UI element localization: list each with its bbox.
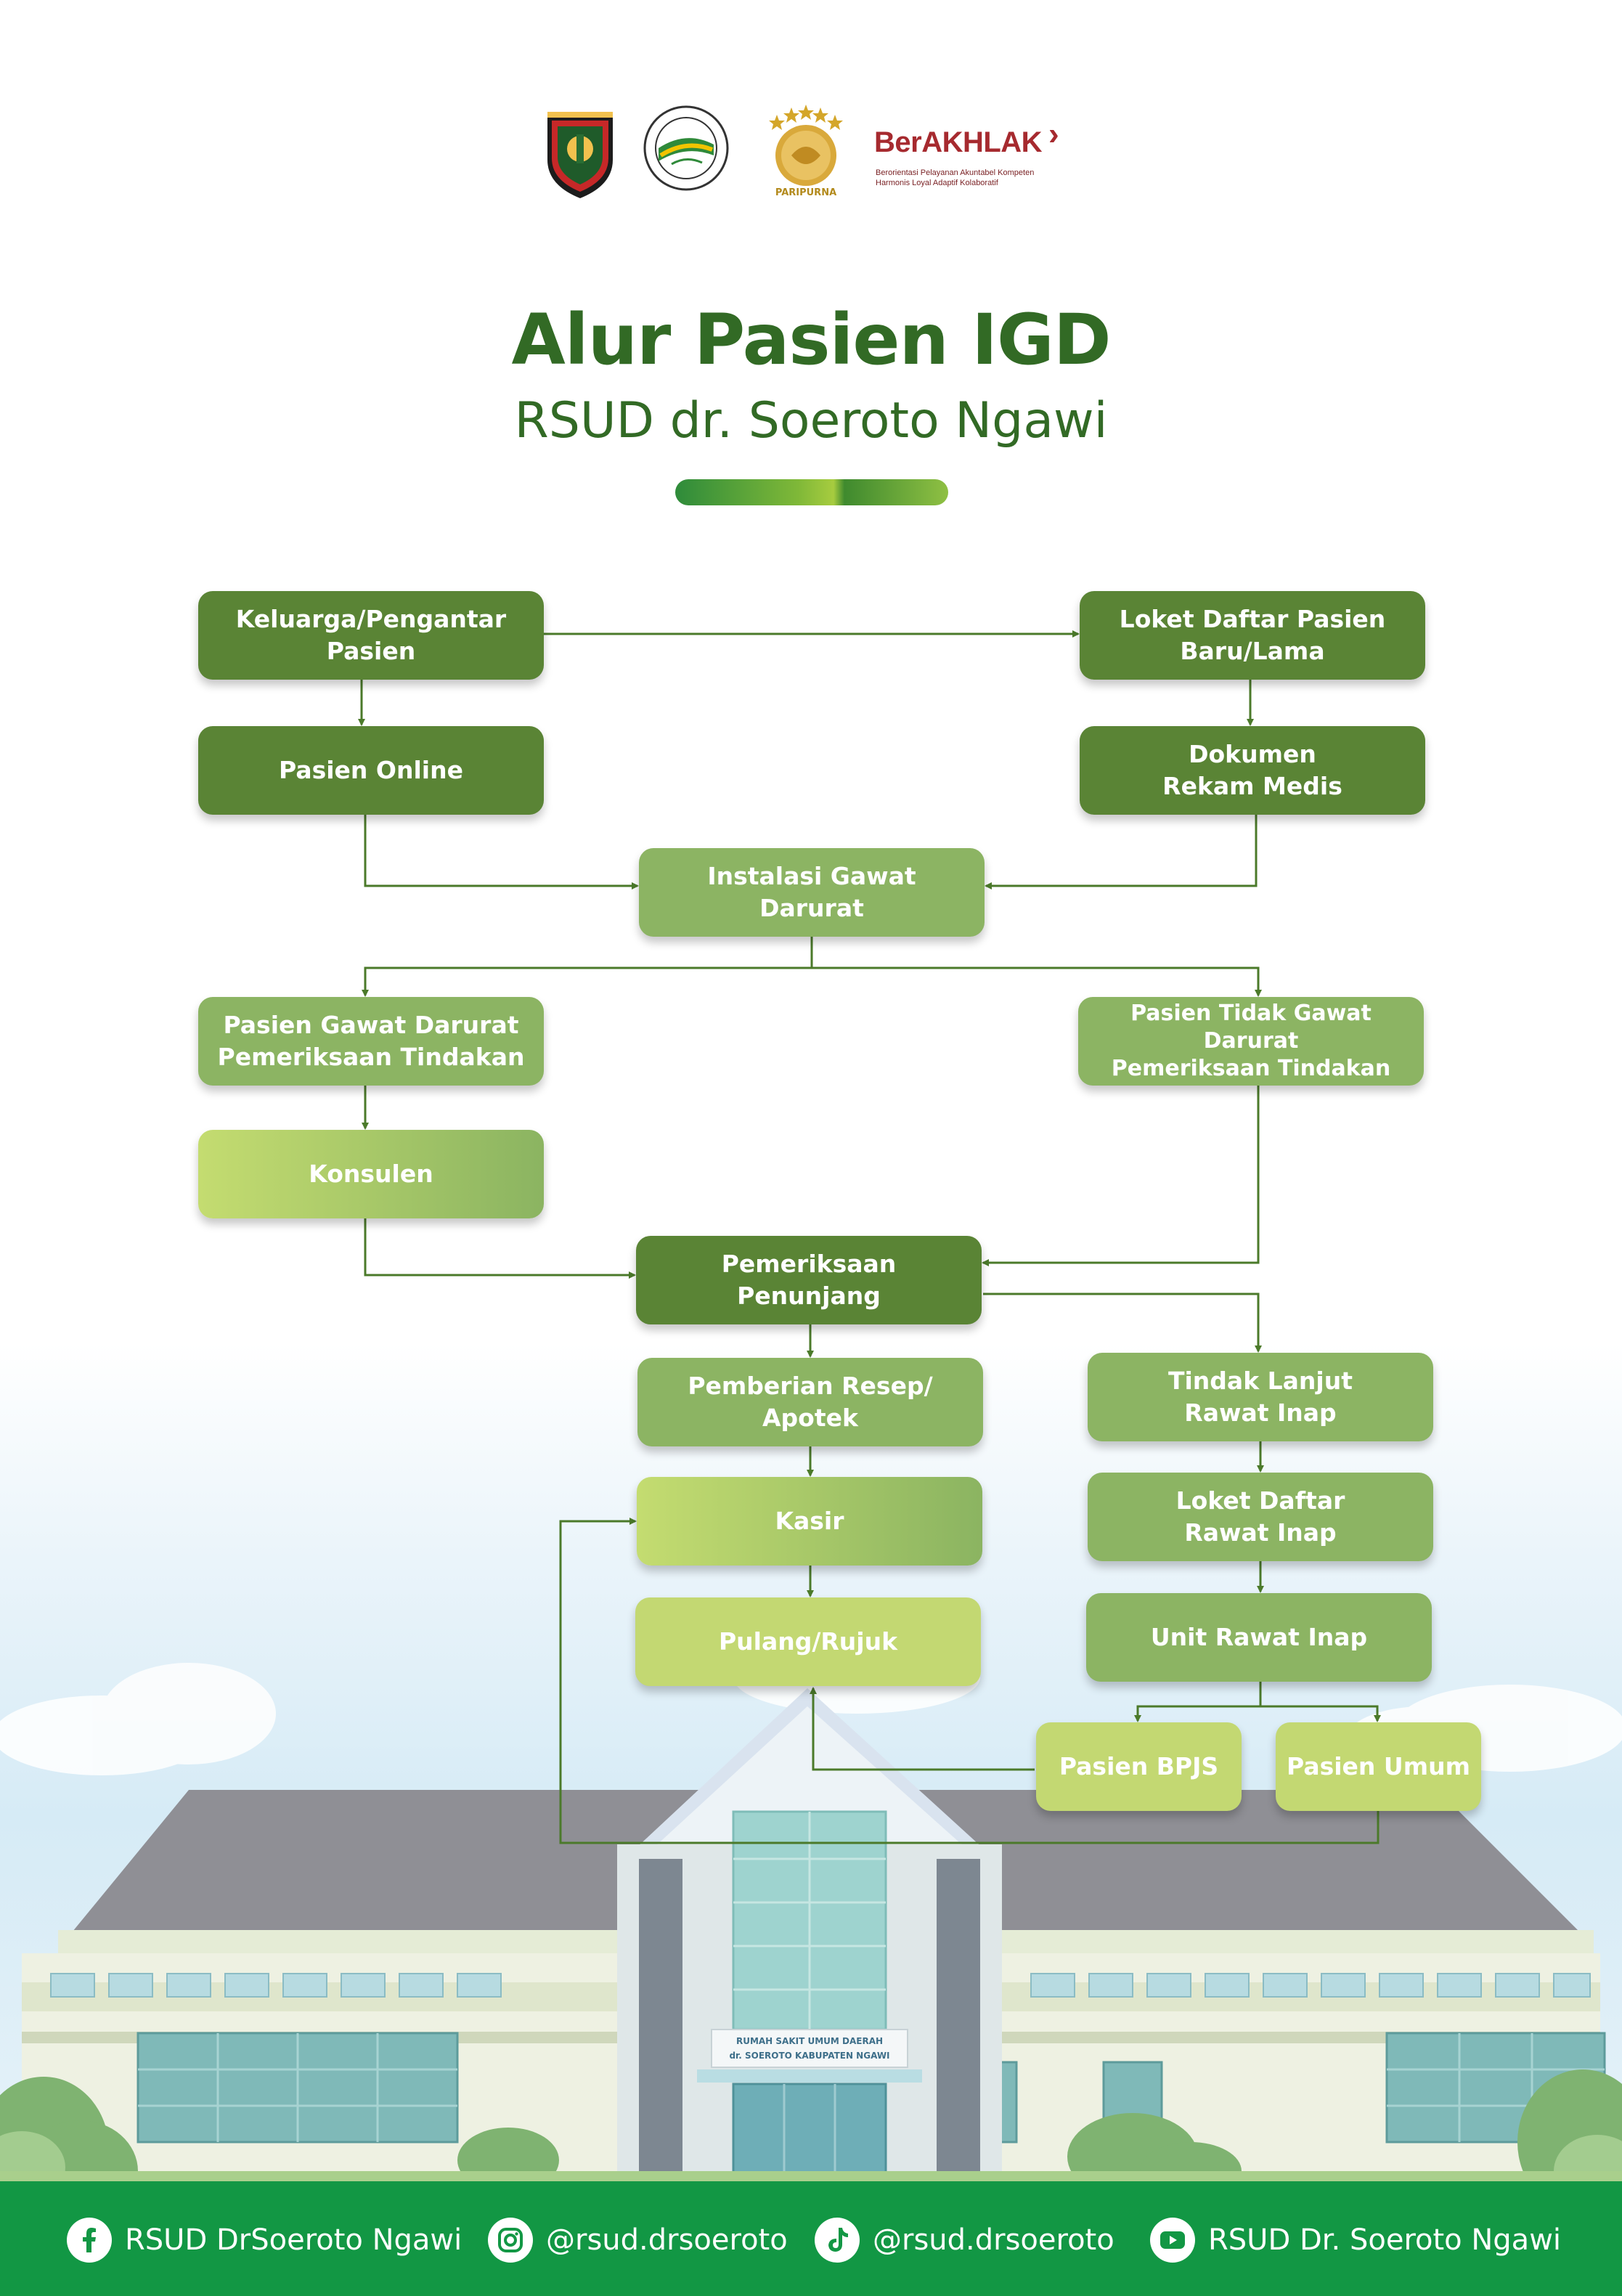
instagram-label: @rsud.drsoeroto <box>546 2223 788 2257</box>
berakhlak-wordmark: BerAKHLAK <box>874 126 1043 158</box>
kabupaten-ngawi-emblem-icon <box>547 112 613 198</box>
node-loket-daftar-pasien: Loket Daftar Pasien Baru/Lama <box>1080 591 1425 680</box>
social-facebook[interactable]: RSUD DrSoeroto Ngawi <box>67 2218 462 2263</box>
title-underline-bar <box>675 479 948 505</box>
node-pulang-rujuk: Pulang/Rujuk <box>635 1597 981 1686</box>
page-subtitle: RSUD dr. Soeroto Ngawi <box>514 392 1108 449</box>
node-konsulen: Konsulen <box>198 1130 544 1218</box>
social-tiktok[interactable]: @rsud.drsoeroto <box>815 2218 1114 2263</box>
node-pemeriksaan-penunjang: Pemeriksaan Penunjang <box>636 1236 982 1324</box>
tiktok-label: @rsud.drsoeroto <box>873 2223 1114 2257</box>
page-title: Alur Pasien IGD <box>511 299 1112 380</box>
rsud-soeroto-logo-icon <box>643 105 729 191</box>
facebook-icon <box>67 2218 112 2263</box>
chevron-right-icon: › <box>1048 116 1059 152</box>
node-pasien-umum: Pasien Umum <box>1276 1722 1481 1811</box>
berakhlak-tagline-2: Harmonis Loyal Adaptif Kolaboratif <box>876 179 998 187</box>
building-sign-line-1: RUMAH SAKIT UMUM DAERAH <box>736 2036 883 2046</box>
social-youtube[interactable]: RSUD Dr. Soeroto Ngawi <box>1150 2218 1561 2263</box>
berakhlak-logo: BerAKHLAK › Berorientasi Pelayanan Akunt… <box>874 110 1107 190</box>
node-unit-rawat-inap: Unit Rawat Inap <box>1086 1593 1432 1682</box>
node-pasien-tidak-gawat-darurat: Pasien Tidak Gawat Darurat Pemeriksaan T… <box>1078 997 1424 1086</box>
node-instalasi-gawat-darurat: Instalasi Gawat Darurat <box>639 848 985 937</box>
building-sign-line-2: dr. SOEROTO KABUPATEN NGAWI <box>729 2051 889 2061</box>
node-dokumen-rekam-medis: Dokumen Rekam Medis <box>1080 726 1425 815</box>
node-kasir: Kasir <box>637 1477 982 1566</box>
tiktok-icon <box>815 2218 860 2263</box>
node-loket-daftar-rawat-inap: Loket Daftar Rawat Inap <box>1088 1473 1433 1561</box>
node-tindak-lanjut-rawat-inap: Tindak Lanjut Rawat Inap <box>1088 1353 1433 1441</box>
gold-medal-icon <box>769 105 843 186</box>
node-keluarga-pengantar: Keluarga/Pengantar Pasien <box>198 591 544 680</box>
berakhlak-tagline-1: Berorientasi Pelayanan Akuntabel Kompete… <box>876 168 1035 177</box>
social-instagram[interactable]: @rsud.drsoeroto <box>488 2218 788 2263</box>
facebook-label: RSUD DrSoeroto Ngawi <box>125 2223 462 2257</box>
paripurna-accreditation-logo: PARIPURNA <box>755 102 857 203</box>
youtube-icon <box>1150 2218 1195 2263</box>
instagram-icon <box>488 2218 533 2263</box>
paripurna-caption: PARIPURNA <box>775 187 837 198</box>
footer-social-bar: RSUD DrSoeroto Ngawi @rsud.drsoeroto @rs… <box>0 2181 1622 2296</box>
node-pasien-gawat-darurat: Pasien Gawat Darurat Pemeriksaan Tindaka… <box>198 997 544 1086</box>
node-pemberian-resep-apotek: Pemberian Resep/ Apotek <box>637 1358 983 1446</box>
node-pasien-bpjs: Pasien BPJS <box>1036 1722 1242 1811</box>
node-pasien-online: Pasien Online <box>198 726 544 815</box>
youtube-label: RSUD Dr. Soeroto Ngawi <box>1208 2223 1562 2257</box>
